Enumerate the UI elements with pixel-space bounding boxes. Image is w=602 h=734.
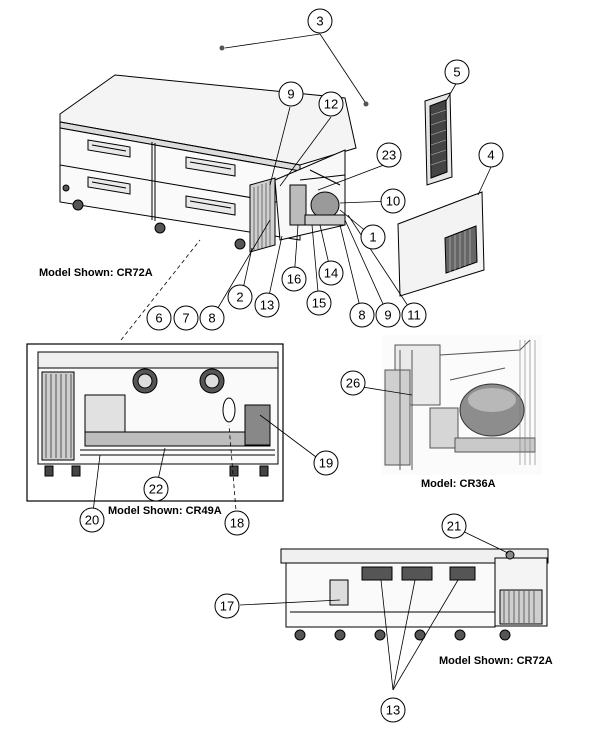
cabinet-cr72a-bottom [280,548,549,641]
svg-text:20: 20 [85,513,99,528]
callout-5: 5 [444,59,470,85]
svg-text:19: 19 [319,456,333,471]
callout-15: 15 [306,290,332,316]
svg-text:4: 4 [487,148,494,163]
svg-text:5: 5 [453,65,460,80]
callout-9-top: 9 [278,81,304,107]
callout-12: 12 [318,91,344,117]
svg-text:23: 23 [382,148,396,163]
svg-text:16: 16 [287,272,301,287]
callout-18: 18 [224,510,250,536]
svg-text:15: 15 [312,296,326,311]
callout-7: 7 [173,305,199,331]
screw-right-icon [363,101,369,107]
callout-9-right: 9 [375,302,401,328]
callout-8-left: 8 [199,305,225,331]
callout-16: 16 [281,266,307,292]
cabinet-cr72a-top [59,74,357,253]
caption-model-cr36a: Model: CR36A [421,478,496,490]
svg-text:18: 18 [230,516,244,531]
callout-20: 20 [79,507,105,533]
callout-1: 1 [360,224,386,250]
caption-model-cr49a: Model Shown: CR49A [108,505,222,517]
svg-text:26: 26 [346,376,360,391]
caption-model-bottom: Model Shown: CR72A [439,655,553,667]
callout-13-bottom: 13 [380,697,406,723]
svg-text:21: 21 [447,519,461,534]
svg-text:6: 6 [155,311,162,326]
callout-22: 22 [143,476,169,502]
svg-text:14: 14 [324,266,338,281]
cabinet-cr49a-interior [26,343,284,502]
svg-text:13: 13 [260,298,274,313]
svg-text:17: 17 [220,599,234,614]
svg-text:8: 8 [208,311,215,326]
caption-model-top: Model Shown: CR72A [39,267,153,279]
svg-text:9: 9 [287,87,294,102]
cr36a-photo [382,335,542,475]
callout-2: 2 [227,284,253,310]
svg-text:8: 8 [358,308,365,323]
callout-23: 23 [376,142,402,168]
callout-13-top: 13 [254,292,280,318]
side-panel-part-4 [397,191,485,297]
callout-11: 11 [401,302,427,328]
callouts: 3 5 9 12 23 4 10 1 16 14 2 13 15 6 7 8 8… [79,8,504,723]
svg-text:1: 1 [369,230,376,245]
svg-text:10: 10 [386,194,400,209]
svg-text:12: 12 [324,97,338,112]
callout-3: 3 [307,8,333,34]
callout-14: 14 [318,260,344,286]
louver-panel-part-5 [424,92,453,186]
callout-4: 4 [478,142,504,168]
svg-text:11: 11 [407,308,421,323]
screw-left-icon [219,45,225,51]
callout-8-right: 8 [349,302,375,328]
svg-text:2: 2 [236,290,243,305]
callout-19: 19 [313,450,339,476]
svg-text:3: 3 [316,14,323,29]
callout-10: 10 [380,188,406,214]
callout-21: 21 [441,513,467,539]
svg-text:22: 22 [149,482,163,497]
svg-text:13: 13 [386,703,400,718]
svg-text:7: 7 [182,311,189,326]
svg-text:9: 9 [384,308,391,323]
callout-6: 6 [146,305,172,331]
callout-17: 17 [214,593,240,619]
callout-26: 26 [340,370,366,396]
